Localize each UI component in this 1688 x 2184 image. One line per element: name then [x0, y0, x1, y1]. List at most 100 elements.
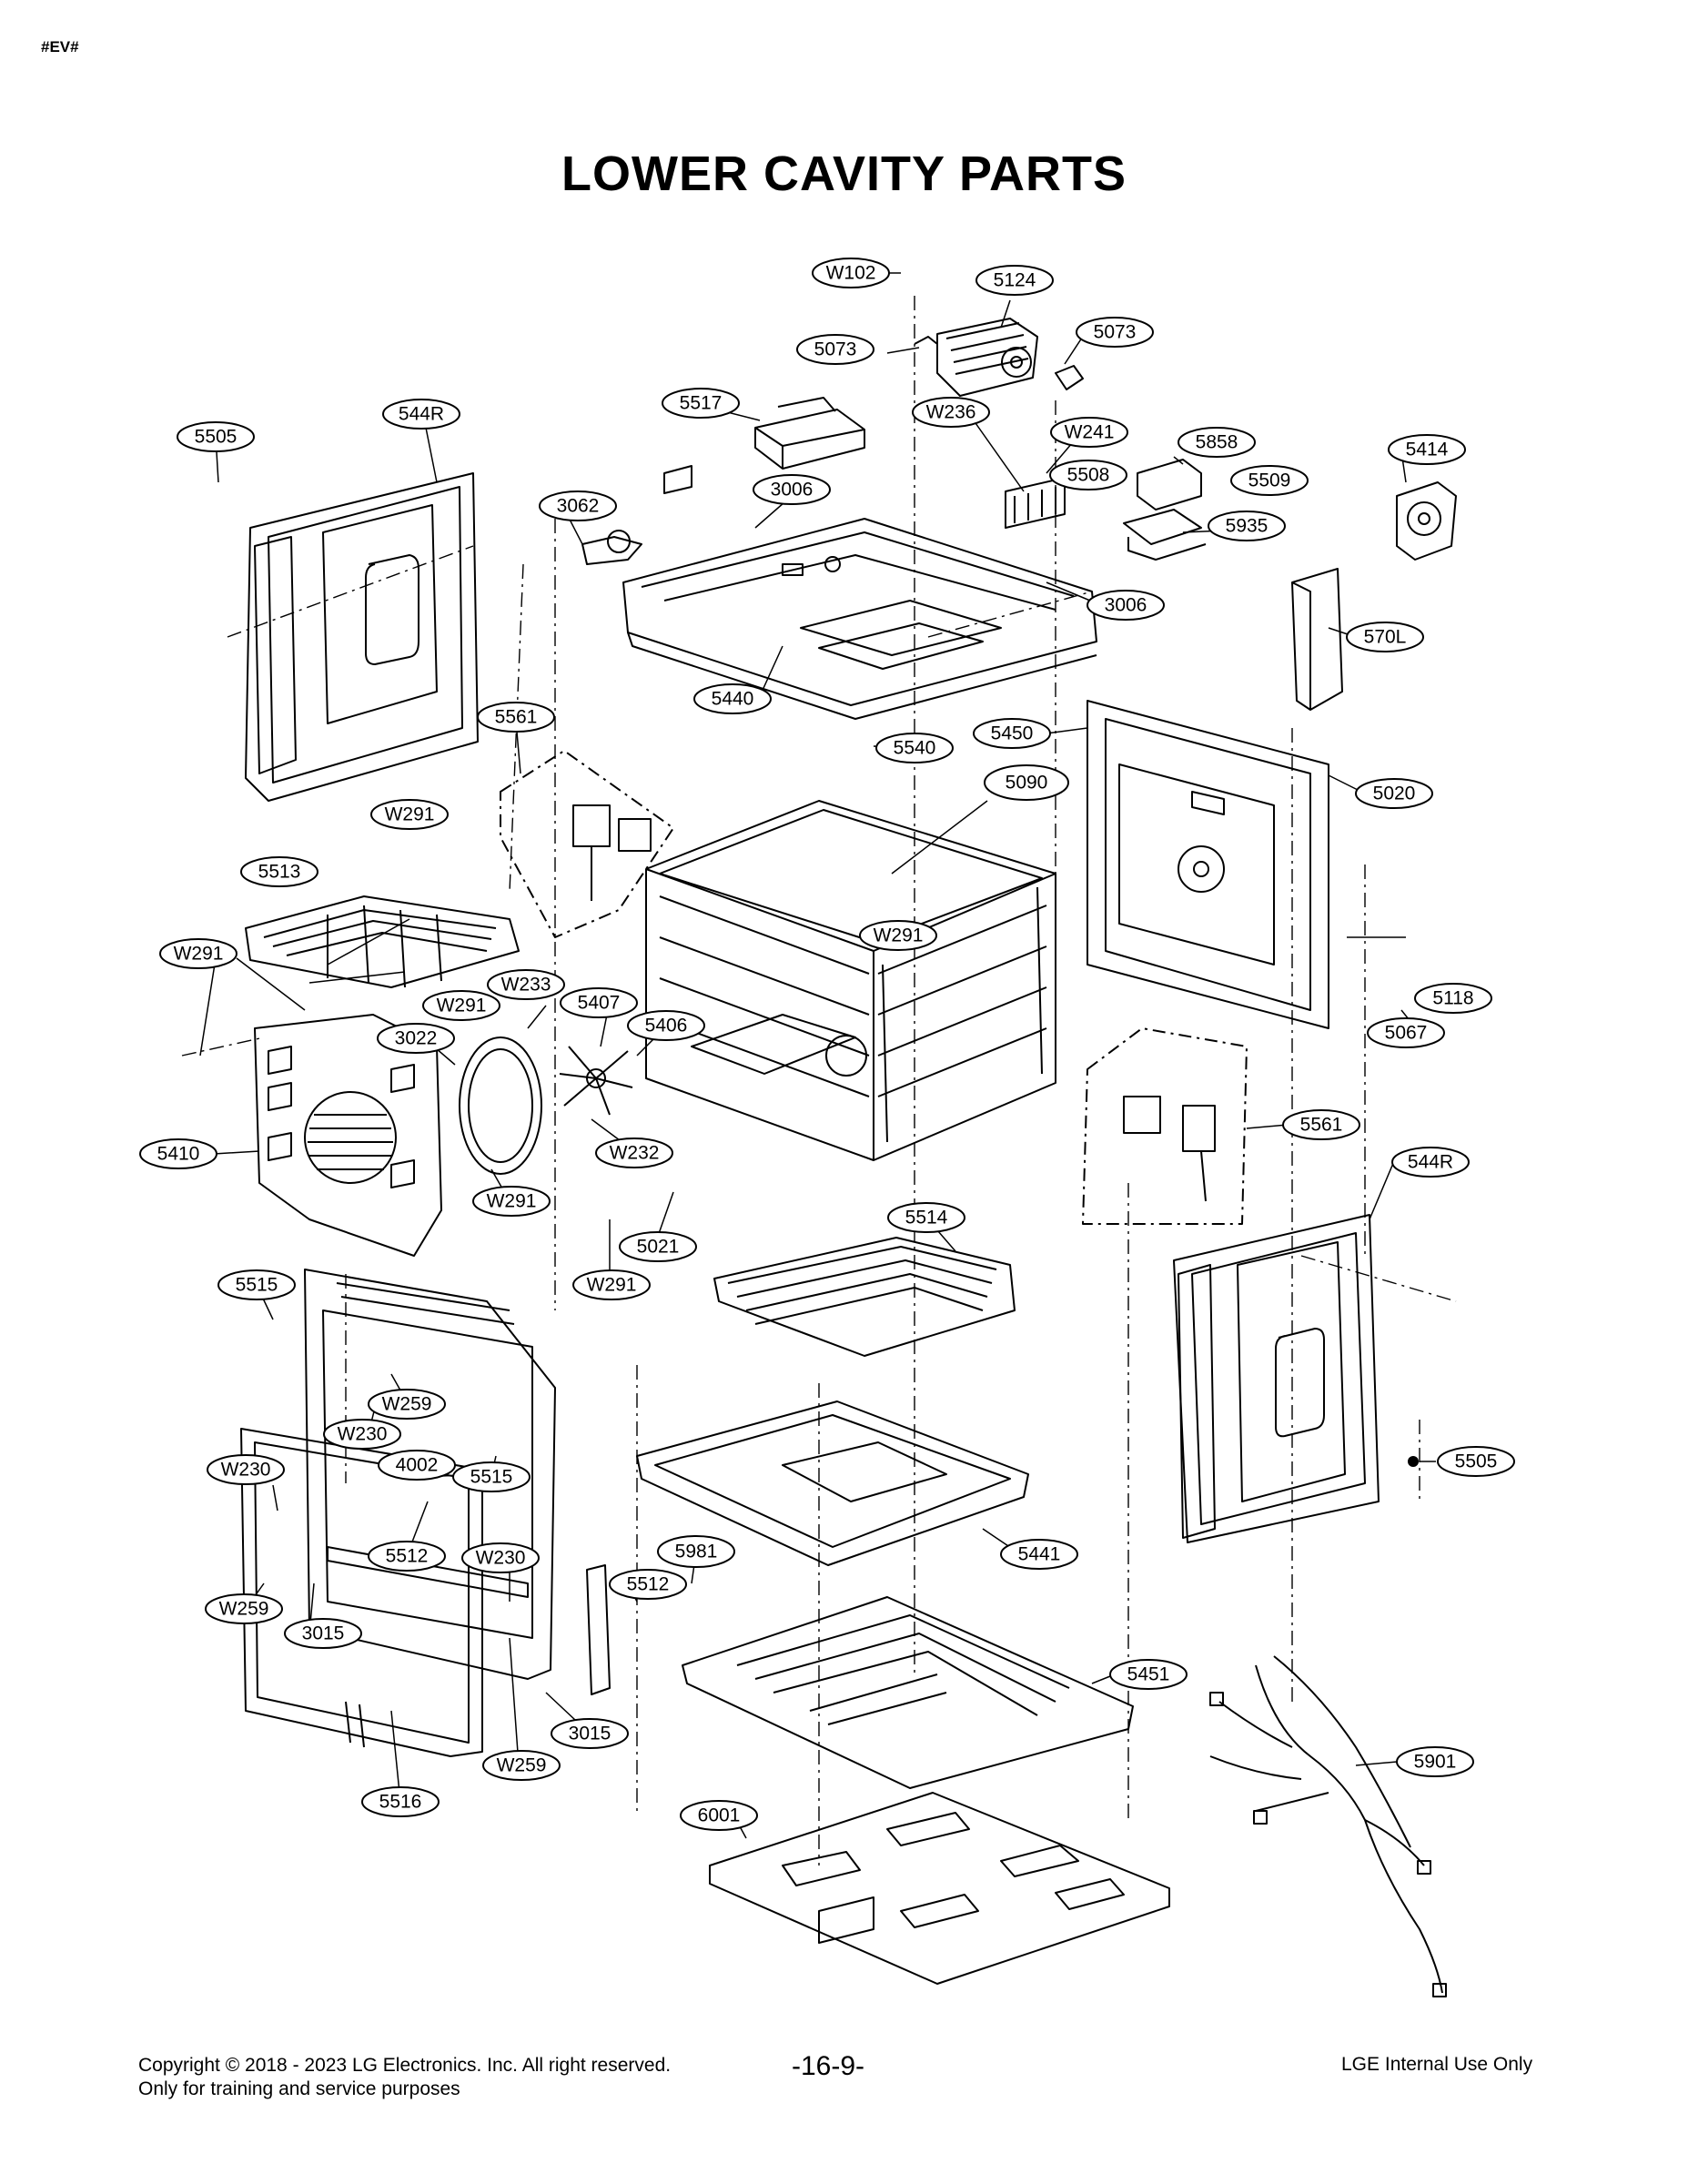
callout: 3006: [753, 474, 831, 505]
callout: 5441: [1000, 1539, 1078, 1570]
svg-text:5515: 5515: [236, 1275, 278, 1296]
callout-labels: W102 5124 5073 5073 5517 W236 W241 5858 …: [139, 258, 1515, 1831]
callout: 3015: [284, 1618, 362, 1649]
svg-text:5067: 5067: [1385, 1023, 1428, 1044]
callout: 5561: [477, 702, 555, 733]
svg-text:3006: 3006: [771, 480, 814, 500]
svg-text:544R: 544R: [399, 404, 444, 425]
svg-text:5073: 5073: [1094, 322, 1137, 343]
svg-text:5508: 5508: [1067, 465, 1110, 486]
svg-text:5118: 5118: [1432, 988, 1473, 1009]
control-box-part: [754, 397, 865, 470]
callout: 5505: [177, 421, 255, 452]
callout: W236: [912, 397, 990, 428]
svg-text:3062: 3062: [557, 496, 600, 517]
bake-element: [713, 1237, 1016, 1357]
svg-text:5440: 5440: [712, 689, 754, 710]
svg-text:5512: 5512: [386, 1546, 429, 1567]
svg-text:5935: 5935: [1226, 516, 1269, 537]
svg-text:5509: 5509: [1248, 470, 1291, 491]
callout: W291: [370, 799, 449, 830]
callout: 5090: [984, 764, 1069, 801]
callout: W291: [159, 938, 238, 969]
callout: 5406: [627, 1010, 705, 1041]
svg-text:5514: 5514: [905, 1208, 948, 1228]
callout: 5067: [1367, 1017, 1445, 1048]
svg-text:5407: 5407: [578, 993, 621, 1014]
svg-text:6001: 6001: [698, 1805, 741, 1826]
callout: W291: [859, 920, 937, 951]
callout: 5515: [217, 1269, 296, 1300]
callout: W259: [482, 1750, 561, 1781]
svg-text:3022: 3022: [395, 1028, 438, 1049]
callout: 544R: [1391, 1147, 1470, 1178]
top-cavity-plate: [622, 518, 1097, 720]
callout: 5410: [139, 1138, 217, 1169]
svg-text:W230: W230: [476, 1548, 526, 1569]
svg-text:5901: 5901: [1414, 1752, 1457, 1773]
svg-text:5516: 5516: [379, 1792, 422, 1813]
convection-fan-cover: [254, 1014, 442, 1257]
callout: 5118: [1414, 983, 1492, 1014]
callout: W230: [461, 1542, 540, 1573]
terminal-block-part: [1005, 477, 1066, 529]
callout: 5512: [368, 1541, 446, 1572]
lamp-assembly-right: [1082, 1027, 1248, 1225]
back-panel: [1087, 700, 1329, 1029]
svg-text:3015: 3015: [302, 1623, 345, 1644]
svg-text:5505: 5505: [1455, 1451, 1498, 1472]
svg-text:5515: 5515: [470, 1467, 513, 1488]
svg-text:5414: 5414: [1406, 440, 1449, 460]
callout: 5073: [796, 334, 874, 365]
callout: 3062: [539, 490, 617, 521]
svg-text:W232: W232: [610, 1143, 660, 1164]
callout: 5508: [1049, 460, 1127, 490]
callout: 5020: [1355, 778, 1433, 809]
bottom-base-plate: [709, 1792, 1170, 1985]
callout: W259: [368, 1389, 446, 1420]
oven-cavity: [645, 800, 1056, 1161]
callout: 4002: [378, 1450, 456, 1481]
svg-text:5540: 5540: [894, 738, 936, 759]
svg-text:5561: 5561: [495, 707, 538, 728]
fastener-dot: [1408, 1456, 1419, 1467]
callout: 5509: [1230, 465, 1309, 496]
svg-text:5021: 5021: [637, 1237, 680, 1258]
callout: 5540: [875, 733, 954, 763]
page-number: -16-9-: [792, 2051, 865, 2081]
callout: 5124: [975, 265, 1054, 296]
callout: W230: [323, 1419, 401, 1450]
callout: W291: [472, 1186, 551, 1217]
svg-text:W291: W291: [174, 944, 224, 965]
svg-text:5858: 5858: [1196, 432, 1238, 453]
svg-text:5517: 5517: [680, 393, 723, 414]
callout: 5858: [1178, 427, 1256, 458]
right-side-panel: [1173, 1214, 1380, 1543]
svg-text:5410: 5410: [157, 1144, 200, 1165]
document-tag: #EV#: [41, 38, 79, 56]
svg-text:5073: 5073: [814, 339, 857, 360]
thermostat-part: [581, 465, 692, 565]
callout: 5440: [693, 683, 772, 714]
svg-text:544R: 544R: [1408, 1152, 1453, 1173]
svg-text:W241: W241: [1065, 422, 1115, 443]
callout: W230: [207, 1454, 285, 1485]
callout: 5512: [609, 1569, 687, 1600]
callout: 3006: [1087, 590, 1165, 621]
callout: 570L: [1346, 622, 1424, 652]
callout: 3015: [551, 1718, 629, 1749]
svg-text:W291: W291: [587, 1275, 637, 1296]
convection-element: [459, 1036, 542, 1175]
callout: 6001: [680, 1800, 758, 1831]
svg-text:5513: 5513: [258, 862, 301, 883]
training-note: Only for training and service purposes: [138, 2078, 460, 2099]
svg-text:W259: W259: [382, 1394, 432, 1415]
callout: 5514: [887, 1202, 965, 1233]
callout: 3022: [377, 1023, 455, 1054]
copyright-text: Copyright © 2018 - 2023 LG Electronics. …: [138, 2055, 672, 2076]
callout: 5517: [662, 388, 740, 419]
svg-text:W291: W291: [385, 804, 435, 825]
callout: 5450: [973, 718, 1051, 749]
callout: 5981: [657, 1535, 735, 1568]
callout: W233: [487, 969, 565, 1000]
